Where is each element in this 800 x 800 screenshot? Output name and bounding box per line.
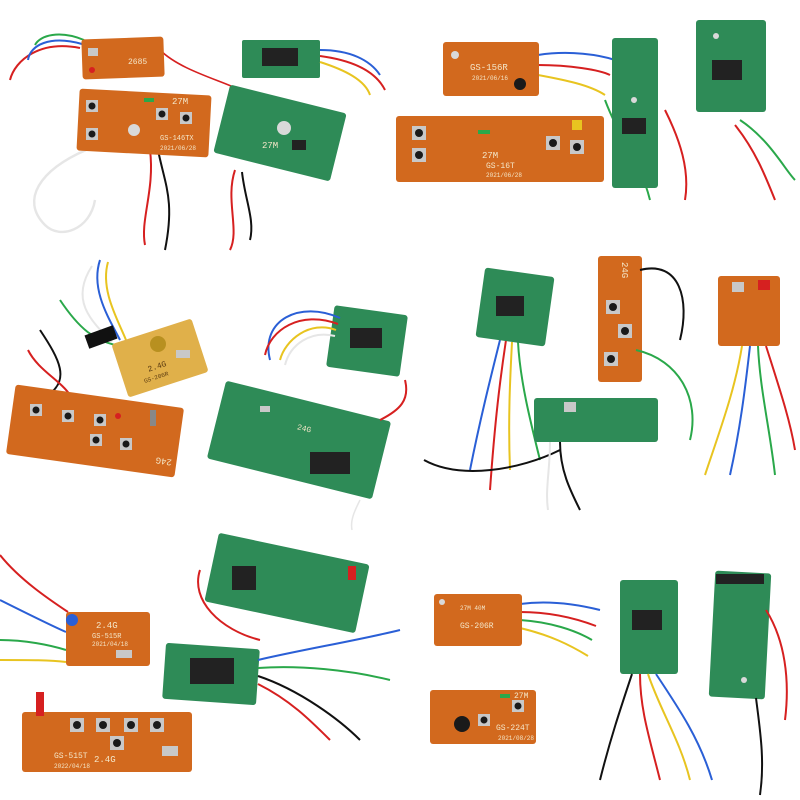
pcb-board-orange-vertical: 24G [598,256,694,441]
svg-text:24G: 24G [155,454,172,466]
svg-text:GS-146TX: GS-146TX [160,135,194,143]
svg-text:27M: 27M [172,97,188,107]
svg-text:2021/04/18: 2021/04/18 [92,641,128,648]
pcb-board-green-vertical-mid [475,267,555,347]
pcb-board-green-bottom-right-b [708,570,788,796]
svg-text:27M: 27M [514,692,529,701]
pcb-board-24g-small: 2.4G GS-206R [112,319,208,397]
pcb-board-green-tall [612,38,658,188]
pcb-board-green-square [696,20,766,112]
group-bottom-right: 27M 40M GS-206R 27M GS-224T 2021/08/28 [430,570,788,796]
svg-text:24G: 24G [619,262,629,278]
group-middle-right: 24G [423,256,796,511]
group-top-right: GS-156R 2021/06/16 27M GS-16T 2021/06/28 [396,20,796,201]
svg-text:GS-156R: GS-156R [470,63,508,73]
pcb-board-green-receiver-mid [264,305,408,377]
board-label: 2685 [128,58,147,67]
pcb-board-transmitter-27m: 27M GS-146TX 2021/06/28 [76,88,212,158]
pcb-board-gs224t: 27M GS-224T 2021/08/28 [430,690,536,744]
pcb-board-green-long-right [534,398,658,511]
pcb-board-transmitter-long: 24G [6,384,184,478]
pcb-board-gs156r: GS-156R 2021/06/16 [443,42,539,96]
pcb-board-receiver-small: 2685 [81,36,165,80]
svg-text:2021/06/28: 2021/06/28 [160,145,196,152]
pcb-board-gs515t: GS-515T 2.4G 2022/04/18 [22,692,192,772]
pcb-board-green-bottom-small [162,629,401,741]
pcb-board-receiver-green [242,40,386,96]
svg-text:2021/06/28: 2021/06/28 [486,172,522,179]
svg-text:GS-515T: GS-515T [54,752,88,761]
svg-text:GS-224T: GS-224T [496,724,530,733]
svg-text:27M: 27M [482,151,498,161]
svg-text:GS-206R: GS-206R [460,622,494,631]
pcb-board-green-long-mid: 24G [207,379,408,531]
group-top-left: 2685 27M GS-146TX 2021/06/28 [9,33,386,251]
svg-text:2.4G: 2.4G [96,621,118,631]
pcb-board-gs16t: 27M GS-16T 2021/06/28 [396,116,604,182]
svg-text:GS-515R: GS-515R [92,633,122,641]
svg-text:27M 40M: 27M 40M [460,605,486,612]
svg-text:24G: 24G [296,423,312,435]
svg-text:2021/08/28: 2021/08/28 [498,735,534,742]
pcb-board-orange-small-right [704,276,796,476]
pcb-board-green-wide-bottom [204,533,370,633]
svg-text:GS-16T: GS-16T [486,162,515,171]
pcb-board-gs515r: 2.4G GS-515R 2021/04/18 [66,612,150,666]
svg-text:27M: 27M [262,141,278,151]
svg-text:2021/06/16: 2021/06/16 [472,75,508,82]
pcb-board-green-tilted: 27M [213,85,347,251]
svg-text:2.4G: 2.4G [94,755,116,765]
pcb-board-gs206r: 27M 40M GS-206R [434,594,522,646]
group-bottom-left: 2.4G GS-515R 2021/04/18 GS-515 [0,533,401,772]
group-middle-left: 2.4G GS-206R 24G [6,259,408,531]
svg-text:2022/04/18: 2022/04/18 [54,763,90,770]
pcb-board-green-bottom-right-a [599,580,713,781]
